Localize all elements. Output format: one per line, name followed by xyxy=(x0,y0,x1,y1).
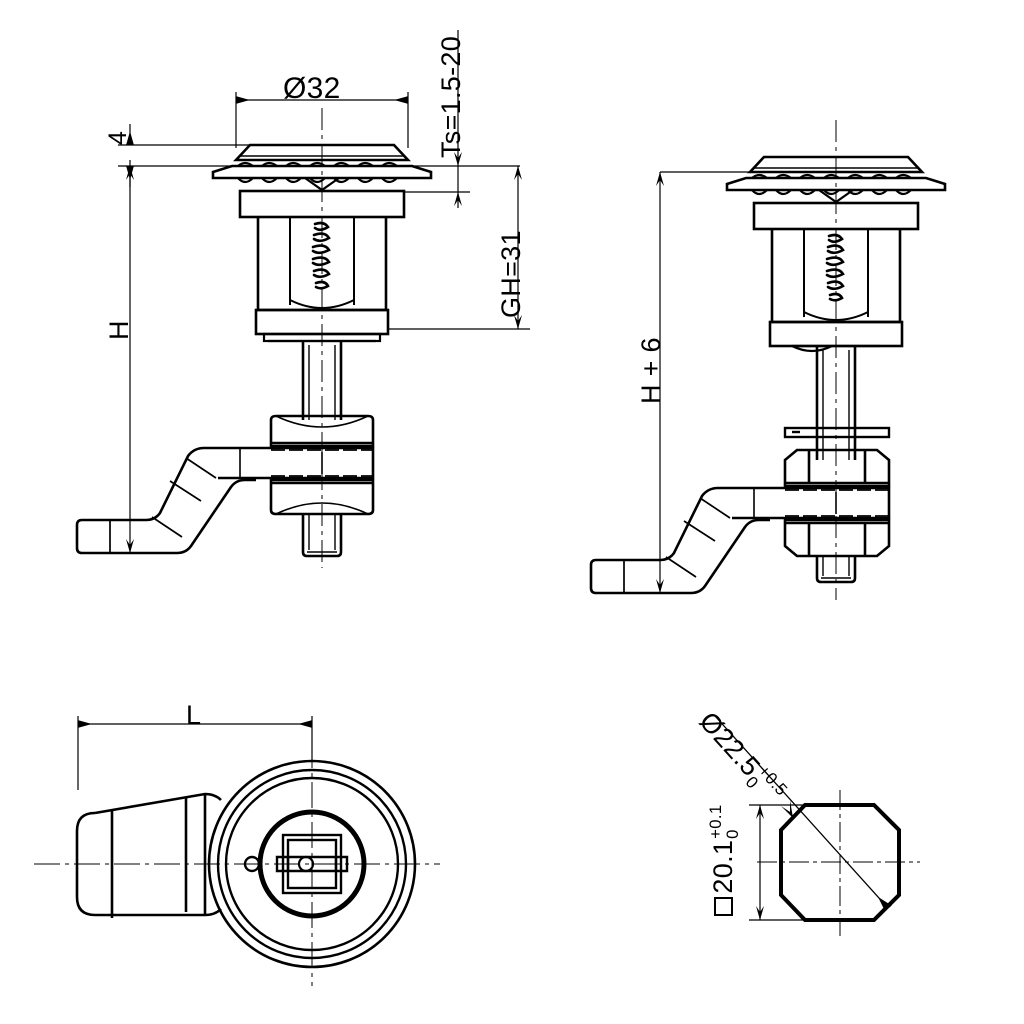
spindle-lower xyxy=(301,514,343,558)
spindle-upper-thread xyxy=(308,345,336,420)
dim-cam-length xyxy=(77,716,313,790)
cam-arm-slab xyxy=(218,446,375,480)
cutout-flats-tol-lower: 0 xyxy=(723,829,743,839)
cam-arm-bend-facets-right xyxy=(623,497,731,593)
dim-panel-thickness xyxy=(404,30,520,208)
housing-inner-bore-right xyxy=(803,229,869,321)
dim-height-extended xyxy=(596,171,754,594)
housing-inner-bore xyxy=(289,217,355,309)
cutout-view-geometry xyxy=(714,715,920,936)
cam-arm-bend xyxy=(75,446,256,555)
spindle-lower-right xyxy=(815,556,857,584)
spindle-upper-right xyxy=(815,346,857,460)
dim-label-height-extended: H + 6 xyxy=(636,337,666,404)
cam-arm-bend-right xyxy=(589,486,770,595)
dim-label-panel-thickness: Ts=1.5-20 xyxy=(436,35,466,158)
key-slot xyxy=(275,855,349,873)
cutout-flats-value: 20.1 xyxy=(708,839,739,894)
spindle-lower-thread xyxy=(307,514,337,553)
key-center-hole xyxy=(297,855,315,873)
square-symbol-icon xyxy=(713,896,734,916)
dim-grip-height xyxy=(388,166,530,330)
dimensions-view-1 xyxy=(82,30,530,554)
key-square-outer xyxy=(281,833,343,895)
index-pin-hole xyxy=(243,855,261,873)
cap-outline xyxy=(233,143,411,162)
front-view-extended-geometry xyxy=(589,120,947,600)
cam-arm-bend-facets xyxy=(109,457,217,553)
collar-flange xyxy=(238,189,406,219)
cam-arm-slab-right xyxy=(732,486,891,520)
cam-arm-slab-edge-right xyxy=(753,488,837,518)
nut-lower-chamfer xyxy=(275,502,369,515)
spindle-upper-thread-right xyxy=(822,350,850,460)
dim-height-standard xyxy=(82,160,134,554)
spindle-washer-right xyxy=(783,426,891,439)
dim-label-cam-length: L xyxy=(186,700,202,730)
nut-seat-lines xyxy=(271,449,373,477)
cam-arm-plan xyxy=(75,792,222,918)
nut-upper xyxy=(269,414,375,448)
dim-cap-diameter xyxy=(235,92,409,148)
housing-base-lip xyxy=(262,332,382,343)
front-view-standard-geometry xyxy=(75,108,433,568)
nut-seat-lines-right xyxy=(785,489,889,517)
lock-third-ring xyxy=(224,776,400,952)
spindle-lower-thread-right xyxy=(821,556,851,579)
star-washer-right xyxy=(725,176,947,192)
dim-label-cap-diameter: Ø32 xyxy=(283,72,341,105)
dim-label-height-standard: H xyxy=(104,320,134,340)
housing-base-lip-right xyxy=(791,344,880,353)
body-emboss-mark-left xyxy=(311,221,331,290)
dim-label-cap-height: 4 xyxy=(104,130,132,145)
cam-arm-slab-edge xyxy=(239,448,323,478)
cutout-flats-tol-upper: +0.1 xyxy=(706,804,725,839)
nut-upper-chamfer xyxy=(275,415,369,428)
lock-second-ring xyxy=(216,768,408,960)
cap-outline-right xyxy=(747,155,925,174)
body-emboss-mark-right xyxy=(825,233,845,302)
plan-view-cam-geometry xyxy=(34,742,440,986)
cutout-octagon xyxy=(779,803,901,922)
collar-flange-right xyxy=(752,201,920,231)
hex-nut-upper-right xyxy=(783,448,891,488)
hex-nut-lower-right xyxy=(783,518,891,558)
dim-cutout-flats xyxy=(749,804,806,921)
dim-label-grip-height: GH=31 xyxy=(496,230,526,318)
spindle-upper xyxy=(301,341,343,420)
